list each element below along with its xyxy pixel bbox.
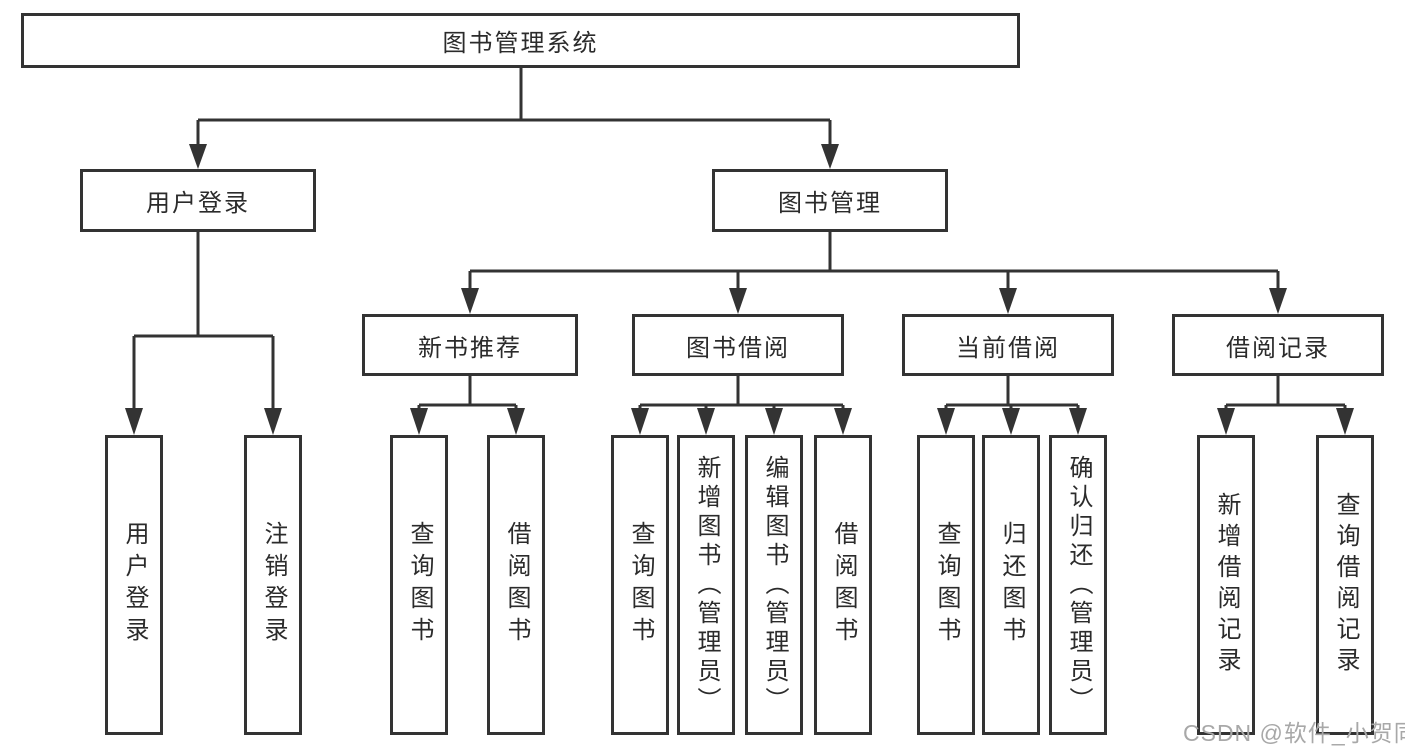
arrow-down-icon	[1217, 408, 1235, 435]
leaf-query-borrow-record: 查询借阅记录	[1316, 435, 1374, 735]
node-label: 图书管理系统	[442, 30, 599, 57]
node-label: 图书管理	[778, 190, 882, 217]
arrow-down-icon	[937, 408, 955, 435]
leaf-return-books: 归还图书	[982, 435, 1040, 735]
arrow-down-icon	[834, 408, 852, 435]
arrow-down-icon	[189, 144, 207, 169]
leaf-label: 注销登录	[260, 521, 287, 649]
leaf-label: 新增借阅记录	[1213, 492, 1240, 678]
leaf-borrow-books-recommend: 借阅图书	[487, 435, 545, 735]
leaf-user-login: 用户登录	[105, 435, 163, 735]
arrow-down-icon	[264, 408, 282, 435]
node-label: 新书推荐	[418, 334, 522, 362]
arrow-down-icon	[1269, 288, 1287, 314]
leaf-borrow-books-borrowing: 借阅图书	[814, 435, 872, 735]
leaf-add-borrow-record: 新增借阅记录	[1197, 435, 1255, 735]
node-current-borrowing: 当前借阅	[902, 314, 1114, 376]
node-book-borrowing: 图书借阅	[632, 314, 844, 376]
arrow-down-icon	[1069, 408, 1087, 435]
leaf-label: 确认归还（管理员）	[1065, 454, 1092, 716]
leaf-label: 新增图书（管理员）	[693, 454, 720, 716]
node-new-book-recommend: 新书推荐	[362, 314, 578, 376]
arrow-down-icon	[729, 288, 747, 314]
node-book-management: 图书管理	[712, 169, 948, 232]
node-label: 当前借阅	[956, 334, 1060, 362]
arrow-down-icon	[697, 408, 715, 435]
node-library-management-system: 图书管理系统	[21, 13, 1020, 68]
node-borrow-records: 借阅记录	[1172, 314, 1384, 376]
node-label: 图书借阅	[686, 334, 790, 362]
leaf-query-books-borrowing: 查询图书	[611, 435, 669, 735]
leaf-edit-books-admin: 编辑图书（管理员）	[745, 435, 803, 735]
leaf-label: 查询借阅记录	[1332, 492, 1359, 678]
leaf-label: 借阅图书	[830, 521, 857, 649]
node-label: 用户登录	[146, 190, 250, 217]
arrow-down-icon	[410, 408, 428, 435]
leaf-add-books-admin: 新增图书（管理员）	[677, 435, 735, 735]
arrow-down-icon	[1002, 408, 1020, 435]
leaf-label: 查询图书	[933, 521, 960, 649]
node-user-login: 用户登录	[80, 169, 316, 232]
arrow-down-icon	[999, 288, 1017, 314]
leaf-confirm-return-admin: 确认归还（管理员）	[1049, 435, 1107, 735]
arrow-down-icon	[765, 408, 783, 435]
leaf-label: 编辑图书（管理员）	[761, 454, 788, 716]
leaf-label: 归还图书	[998, 521, 1025, 649]
leaf-label: 用户登录	[121, 521, 148, 649]
csdn-watermark: CSDN @软件_小贺同学	[1183, 720, 1405, 746]
arrow-down-icon	[507, 408, 525, 435]
arrow-down-icon	[1336, 408, 1354, 435]
leaf-query-books-current: 查询图书	[917, 435, 975, 735]
leaf-logout-login: 注销登录	[244, 435, 302, 735]
leaf-label: 借阅图书	[503, 521, 530, 649]
arrow-down-icon	[631, 408, 649, 435]
arrow-down-icon	[821, 144, 839, 169]
arrow-down-icon	[461, 288, 479, 314]
arrow-down-icon	[125, 408, 143, 435]
leaf-query-books-recommend: 查询图书	[390, 435, 448, 735]
leaf-label: 查询图书	[406, 521, 433, 649]
leaf-label: 查询图书	[627, 521, 654, 649]
node-label: 借阅记录	[1226, 334, 1330, 362]
